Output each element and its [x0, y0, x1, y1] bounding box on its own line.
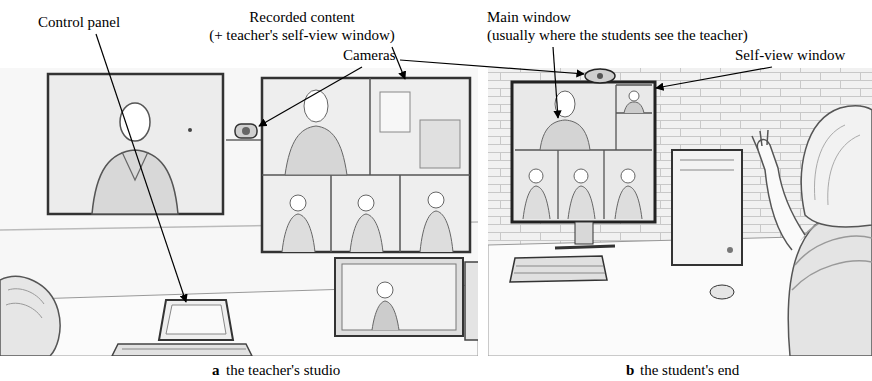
- panel-caption: the student's end: [640, 361, 739, 379]
- callout-note: (+ teacher's self-view window): [192, 26, 412, 44]
- callout-label: Cameras: [343, 46, 395, 64]
- teacher-studio-photo: [0, 68, 478, 356]
- callout-label: Self-view window: [735, 46, 845, 64]
- panel-letter: b: [626, 361, 634, 379]
- callout-note: (usually where the students see the teac…: [487, 26, 748, 44]
- callout-label: Main window: [487, 8, 571, 26]
- panel-letter: a: [212, 361, 220, 379]
- callout-label: Control panel: [38, 13, 120, 31]
- panel-caption: the teacher's studio: [226, 361, 340, 379]
- student-end-photo: [488, 68, 872, 356]
- callout-label: Recorded content: [192, 8, 412, 26]
- leader-lines: [96, 34, 772, 302]
